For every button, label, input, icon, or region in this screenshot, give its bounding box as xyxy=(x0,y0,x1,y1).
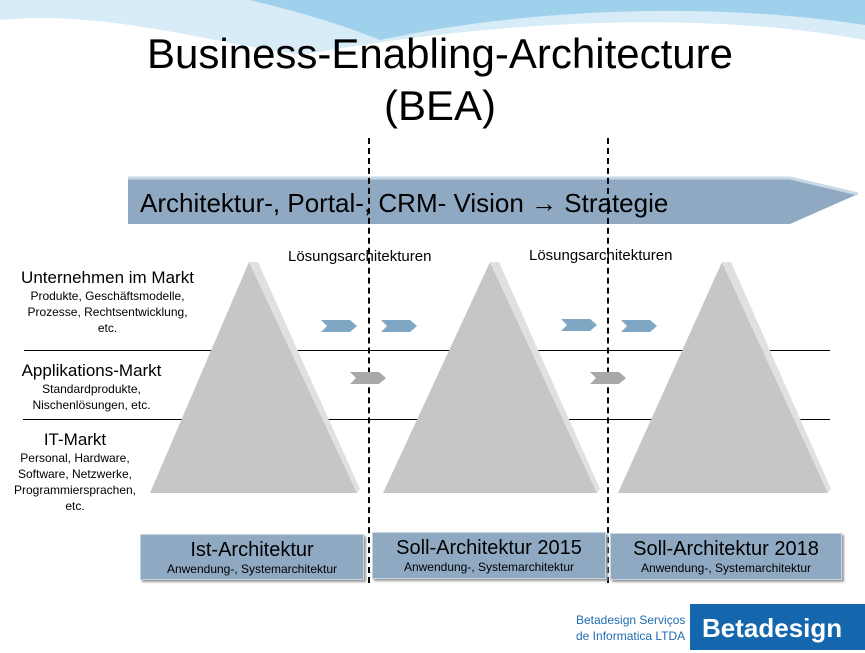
solution-label-1: Lösungsarchitekturen xyxy=(288,248,432,265)
chevron-arrow-icon xyxy=(590,372,626,384)
solution-label-2: Lösungsarchitekturen xyxy=(529,247,673,264)
divider-dashed-2 xyxy=(607,138,609,583)
banner-arrow xyxy=(128,176,859,224)
page-title: Business-Enabling-Architecture(BEA) xyxy=(147,30,733,129)
banner-text: Architektur-, Portal-, CRM- Vision → Str… xyxy=(140,188,669,218)
company-logo: Betadesign xyxy=(690,604,865,650)
chevron-arrow-icon xyxy=(350,372,386,384)
pyramid-2 xyxy=(383,262,600,493)
row-label-applikation: Applikations-Markt Standardprodukte,Nisc… xyxy=(21,361,162,412)
chevron-arrow-icon xyxy=(621,320,657,332)
row-label-it: IT-Markt Personal, Hardware,Software, Ne… xyxy=(13,430,137,513)
row-label-unternehmen: Unternehmen im Markt Produkte, Geschäfts… xyxy=(21,268,194,335)
pyramid-3 xyxy=(618,262,831,493)
chevron-arrow-icon xyxy=(381,320,417,332)
divider-dashed-1 xyxy=(368,138,370,583)
chevron-arrow-icon xyxy=(321,320,357,332)
pyramid-1 xyxy=(150,262,360,493)
chevron-arrow-icon xyxy=(561,319,597,331)
header-swoosh xyxy=(0,0,865,55)
row-divider-1 xyxy=(24,350,830,351)
